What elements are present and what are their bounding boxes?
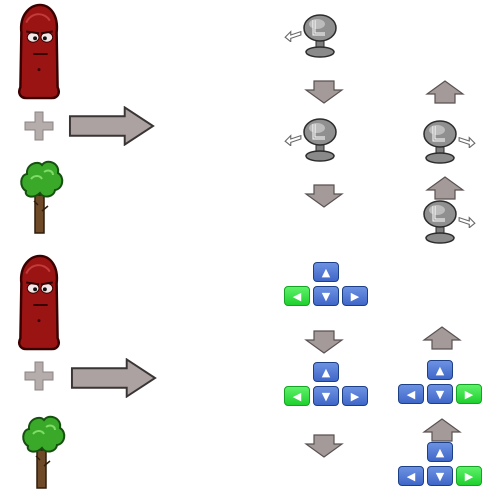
monster-icon	[14, 3, 64, 101]
tree-icon	[20, 410, 66, 490]
right-key-pressed: ▶	[456, 384, 482, 404]
joystick-left-2	[284, 118, 344, 166]
arrow-up-icon	[425, 80, 465, 104]
arrow-down-icon	[304, 184, 344, 208]
right-key-pressed: ▶	[456, 466, 482, 486]
joystick-icon	[420, 120, 460, 164]
left-key: ◀	[398, 466, 424, 486]
up-key: ▲	[313, 262, 339, 282]
right-key: ▶	[342, 286, 368, 306]
dpad-left-pressed-2: ▲ ◀ ▼ ▶	[284, 362, 368, 406]
dpad-left-pressed-1: ▲ ◀ ▼ ▶	[284, 262, 368, 306]
dpad-right-pressed-1: ▲ ◀ ▼ ▶	[398, 360, 482, 404]
down-key: ▼	[313, 286, 339, 306]
push-right-icon	[458, 134, 476, 148]
arrow-down-icon	[304, 80, 344, 104]
plus-icon	[23, 360, 55, 392]
joystick-icon	[300, 14, 340, 58]
up-key: ▲	[427, 442, 453, 462]
arrow-up-icon	[422, 326, 462, 350]
arrow-down-icon	[304, 434, 344, 458]
joystick-icon	[420, 200, 460, 244]
result-arrow-icon	[68, 106, 156, 146]
diagram-joystick	[0, 0, 500, 250]
up-key: ▲	[427, 360, 453, 380]
arrow-up-icon	[425, 176, 465, 200]
down-key: ▼	[313, 386, 339, 406]
joystick-right-2	[420, 200, 490, 248]
result-arrow-icon	[70, 358, 158, 398]
left-key-pressed: ◀	[284, 386, 310, 406]
left-key: ◀	[398, 384, 424, 404]
tree-icon	[18, 155, 64, 235]
down-key: ▼	[427, 466, 453, 486]
joystick-left-1	[284, 14, 344, 62]
down-key: ▼	[427, 384, 453, 404]
dpad-right-pressed-2: ▲ ◀ ▼ ▶	[398, 442, 482, 486]
push-right-icon	[458, 214, 476, 228]
monster-icon	[14, 254, 64, 352]
diagram-dpad: ▲ ◀ ▼ ▶ ▲ ◀ ▼ ▶ ▲ ◀ ▼ ▶ ▲ ◀ ▼ ▶	[0, 250, 500, 500]
arrow-up-icon	[422, 418, 462, 442]
joystick-right-1	[420, 120, 490, 168]
push-left-icon	[284, 132, 302, 146]
joystick-icon	[300, 118, 340, 162]
up-key: ▲	[313, 362, 339, 382]
plus-icon	[23, 110, 55, 142]
push-left-icon	[284, 28, 302, 42]
left-key-pressed: ◀	[284, 286, 310, 306]
arrow-down-icon	[304, 330, 344, 354]
right-key: ▶	[342, 386, 368, 406]
